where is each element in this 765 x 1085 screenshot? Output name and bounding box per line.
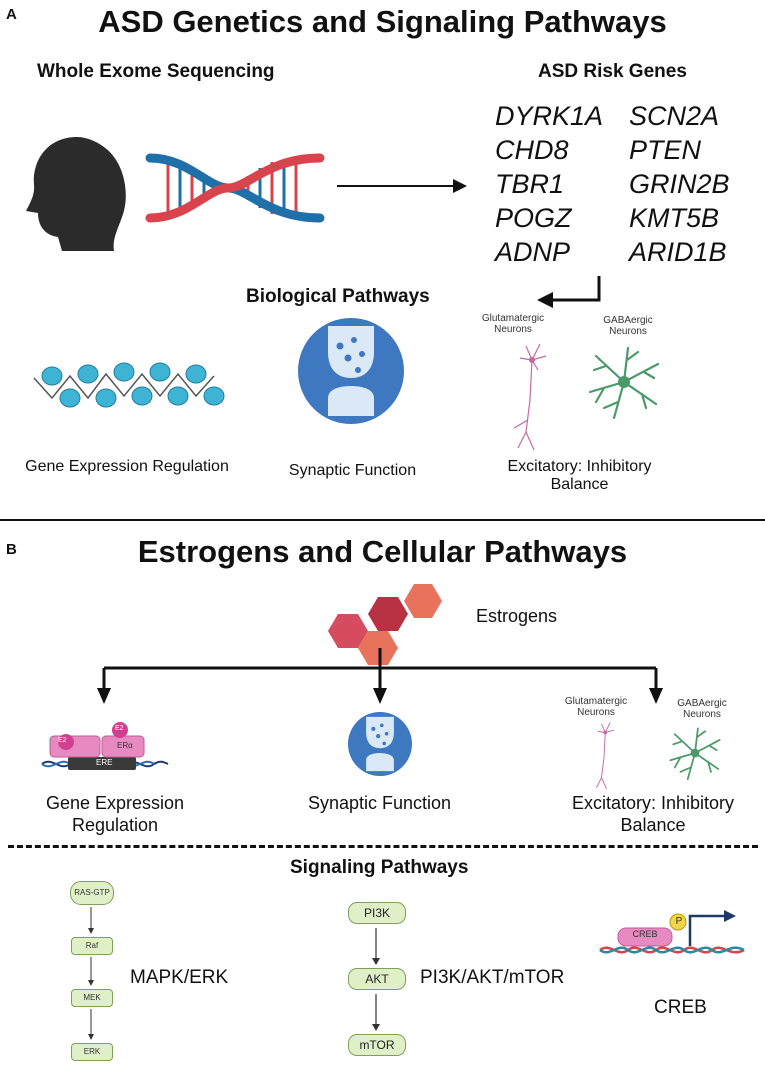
pi3k-akt-mtor-label: PI3K/AKT/mTOR	[420, 967, 565, 988]
b-gabaergic-neuron-icon	[669, 727, 721, 780]
section-divider	[0, 519, 765, 521]
estrogen-branch-arrows	[97, 648, 663, 704]
gene-name: ADNP	[495, 237, 571, 267]
child-head-icon	[26, 137, 126, 251]
synaptic-function-label: Synaptic Function	[288, 462, 417, 479]
estrogens-label: Estrogens	[476, 606, 558, 626]
mapk-arrows	[88, 907, 94, 1040]
gene-expression-label: Gene Expression Regulation	[25, 458, 229, 475]
b-gene-expression-line2: Regulation	[71, 815, 159, 835]
gene-name: ARID1B	[629, 237, 727, 267]
signaling-pathways-label: Signaling Pathways	[290, 857, 469, 878]
gene-name: TBR1	[495, 169, 565, 199]
b-gene-expression-label: Gene Expression Regulation	[20, 792, 210, 836]
ras-gtp-node: RAS-GTP	[70, 881, 114, 905]
panel-a-title: ASD Genetics and Signaling Pathways	[98, 4, 667, 39]
glutamatergic-neuron-icon	[513, 343, 547, 451]
balance-label-line2: Balance	[550, 476, 609, 493]
gene-name: CHD8	[495, 135, 569, 165]
ere-label: ERE	[96, 758, 113, 767]
b-synapse-icon	[348, 712, 412, 776]
raf-node: Raf	[71, 937, 113, 955]
phospho-label: P	[675, 916, 683, 927]
pi3k-arrows	[372, 928, 380, 1031]
gabaergic-label: GABAergic Neurons	[603, 315, 653, 337]
gene-name: POGZ	[495, 203, 572, 233]
b-balance-label: Excitatory: Inhibitory Balance	[548, 792, 758, 836]
mek-node: MEK	[71, 989, 113, 1007]
gene-list-right: SCN2A PTEN GRIN2B KMT5B ARID1B	[629, 99, 730, 269]
gene-name: GRIN2B	[629, 169, 730, 199]
gene-name: DYRK1A	[495, 101, 604, 131]
pi3k-node: PI3K	[348, 902, 406, 924]
gene-name: PTEN	[629, 135, 702, 165]
panel-a-letter: A	[6, 6, 17, 23]
era-label: ERα	[117, 741, 133, 750]
panel-b-letter: B	[6, 541, 17, 558]
b-gabaergic-label: GABAergic Neurons	[677, 698, 727, 720]
panel-b-title: Estrogens and Cellular Pathways	[137, 534, 628, 569]
creb-node-label: CREB	[632, 929, 658, 939]
e2-label-2: E2	[115, 725, 124, 732]
balance-label: Excitatory: Inhibitory Balance	[477, 458, 682, 494]
erk-node: ERK	[71, 1043, 113, 1061]
synapse-icon	[298, 318, 404, 424]
dna-helix-icon	[145, 153, 325, 223]
b-gene-expression-line1: Gene Expression	[45, 793, 185, 813]
wes-label: Whole Exome Sequencing	[37, 61, 275, 82]
akt-node: AKT	[348, 968, 406, 990]
b-synaptic-label: Synaptic Function	[307, 793, 452, 813]
dashed-divider	[8, 845, 758, 848]
b-balance-line2: Balance	[620, 815, 686, 835]
glutamatergic-label: Glutamatergic Neurons	[481, 313, 545, 335]
risk-genes-label: ASD Risk Genes	[538, 61, 687, 82]
mtor-node: mTOR	[348, 1034, 406, 1056]
nucleosome-chain-icon	[33, 362, 225, 408]
creb-label: CREB	[654, 997, 707, 1018]
estrogen-receptor-icon	[41, 722, 169, 770]
wes-to-genes-arrow	[337, 179, 467, 193]
e2-label: E2	[58, 737, 67, 744]
b-balance-line1: Excitatory: Inhibitory	[571, 793, 735, 813]
bio-pathways-label: Biological Pathways	[246, 286, 430, 307]
mapk-erk-label: MAPK/ERK	[130, 967, 229, 988]
gene-name: KMT5B	[629, 203, 720, 233]
b-glutamatergic-label: Glutamatergic Neurons	[564, 696, 628, 718]
genes-to-pathways-arrow	[537, 276, 601, 308]
balance-label-line1: Excitatory: Inhibitory	[507, 458, 652, 475]
estrogen-molecule-icon	[328, 584, 442, 665]
b-glutamatergic-neuron-icon	[596, 722, 615, 790]
gene-list-left: DYRK1A CHD8 TBR1 POGZ ADNP	[495, 99, 603, 269]
gabaergic-neuron-icon	[588, 346, 660, 420]
gene-name: SCN2A	[629, 101, 720, 131]
creb-icon	[599, 910, 745, 954]
